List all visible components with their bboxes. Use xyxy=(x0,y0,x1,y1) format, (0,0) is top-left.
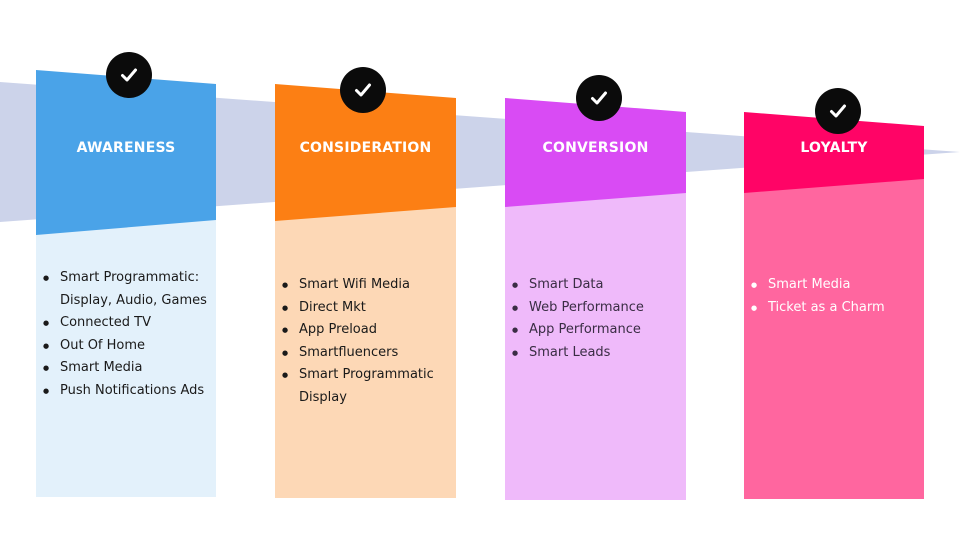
stage-header-shape xyxy=(36,70,216,235)
stage-item-list: Smart DataWeb PerformanceApp Performance… xyxy=(512,274,681,364)
list-item: App Preload xyxy=(282,319,451,342)
check-badge xyxy=(106,52,152,98)
list-item: Direct Mkt xyxy=(282,297,451,320)
stage-item-list: Smart Wifi MediaDirect MktApp PreloadSma… xyxy=(282,274,451,409)
check-badge xyxy=(815,88,861,134)
stage-title-consideration: CONSIDERATION xyxy=(299,140,432,156)
stage-column-loyalty: LOYALTY Smart MediaTicket as a Charm xyxy=(744,0,924,540)
list-item: Out Of Home xyxy=(43,335,211,358)
stage-header-conversion xyxy=(505,98,686,207)
checkmark-icon xyxy=(355,83,371,97)
list-item: Ticket as a Charm xyxy=(751,297,919,320)
stage-header-loyalty xyxy=(744,112,924,193)
stage-header-consideration xyxy=(275,84,456,221)
stage-column-awareness: AWARENESS Smart Programmatic: Display, Au… xyxy=(36,0,216,540)
checkmark-icon xyxy=(121,68,137,82)
stage-item-list: Smart Programmatic: Display, Audio, Game… xyxy=(43,267,211,402)
list-item: Smart Media xyxy=(751,274,919,297)
list-item: Web Performance xyxy=(512,297,681,320)
check-badge xyxy=(340,67,386,113)
list-item: Smartfluencers xyxy=(282,342,451,365)
checkmark-icon xyxy=(591,91,607,105)
list-item: Smart Programmatic: Display, Audio, Game… xyxy=(43,267,211,312)
list-item: Smart Leads xyxy=(512,342,681,365)
stage-header-shape xyxy=(744,112,924,193)
stage-item-list: Smart MediaTicket as a Charm xyxy=(751,274,919,319)
stage-header-awareness xyxy=(36,70,216,235)
stage-column-consideration: CONSIDERATION Smart Wifi MediaDirect MktA… xyxy=(275,0,456,540)
stage-title-awareness: AWARENESS xyxy=(76,140,176,156)
list-item: App Performance xyxy=(512,319,681,342)
list-item: Push Notifications Ads xyxy=(43,380,211,403)
stage-title-loyalty: LOYALTY xyxy=(800,140,868,156)
list-item: Smart Wifi Media xyxy=(282,274,451,297)
stage-header-shape xyxy=(505,98,686,207)
list-item: Connected TV xyxy=(43,312,211,335)
funnel-arrow-shape xyxy=(0,82,960,222)
check-badge xyxy=(576,75,622,121)
stage-body-loyalty xyxy=(744,179,924,499)
stage-column-conversion: CONVERSION Smart DataWeb PerformanceApp P… xyxy=(505,0,686,540)
list-item: Smart Data xyxy=(512,274,681,297)
stage-title-conversion: CONVERSION xyxy=(542,140,649,156)
list-item: Smart Programmatic Display xyxy=(282,364,451,409)
list-item: Smart Media xyxy=(43,357,211,380)
stage-header-shape xyxy=(275,84,456,221)
checkmark-icon xyxy=(830,104,846,118)
